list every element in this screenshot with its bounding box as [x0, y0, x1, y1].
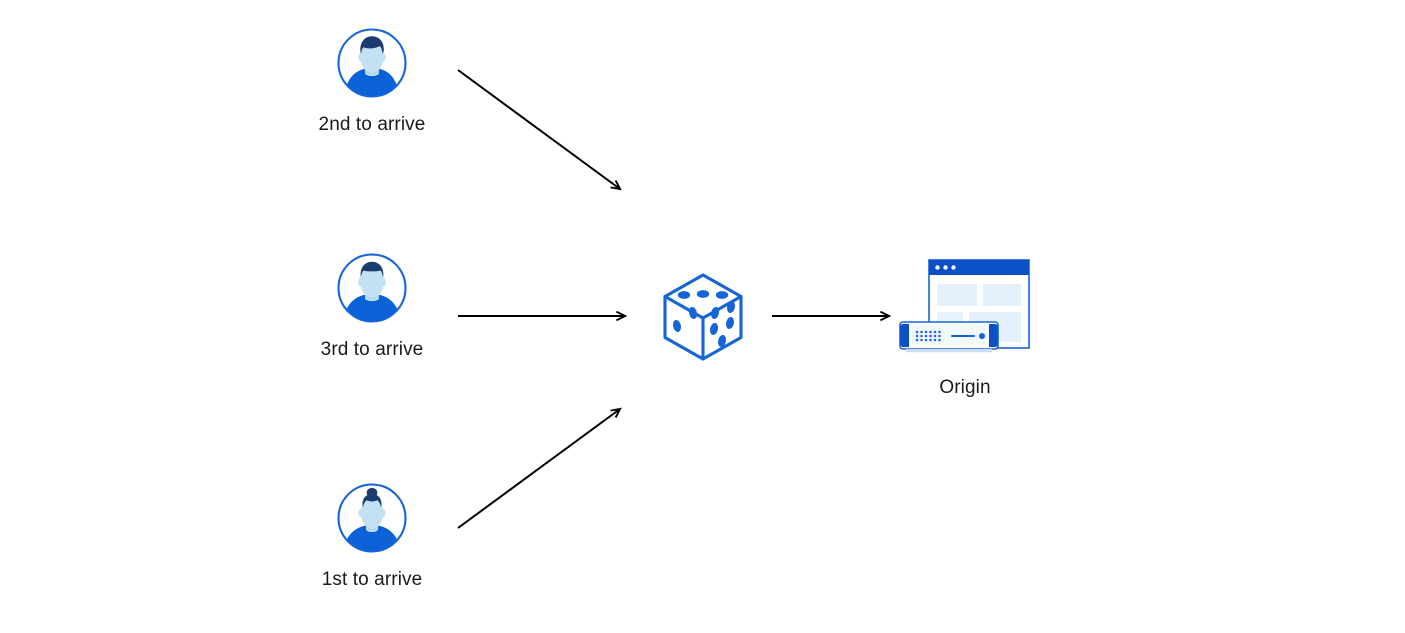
node-label-visitor-2nd: 2nd to arrive [318, 114, 426, 135]
node-label-origin: Origin [939, 377, 991, 398]
node-label-visitor-3rd: 3rd to arrive [320, 339, 424, 360]
node-visitor-1st: 1st to arrive [280, 481, 464, 591]
node-visitor-2nd: 2nd to arrive [280, 26, 464, 136]
origin-server-icon [895, 256, 1035, 361]
server-rack-icon [899, 321, 999, 353]
node-label-visitor-1st: 1st to arrive [321, 569, 423, 590]
user-avatar-icon [335, 481, 409, 555]
node-visitor-3rd: 3rd to arrive [280, 251, 464, 361]
arrow-1st-to-dice [457, 407, 622, 529]
dice-icon [655, 268, 751, 364]
user-avatar-icon [335, 251, 409, 325]
user-avatar-icon [335, 26, 409, 100]
node-dice [655, 268, 751, 364]
arrow-2nd-to-dice [457, 69, 622, 191]
node-origin: Origin [895, 256, 1035, 399]
